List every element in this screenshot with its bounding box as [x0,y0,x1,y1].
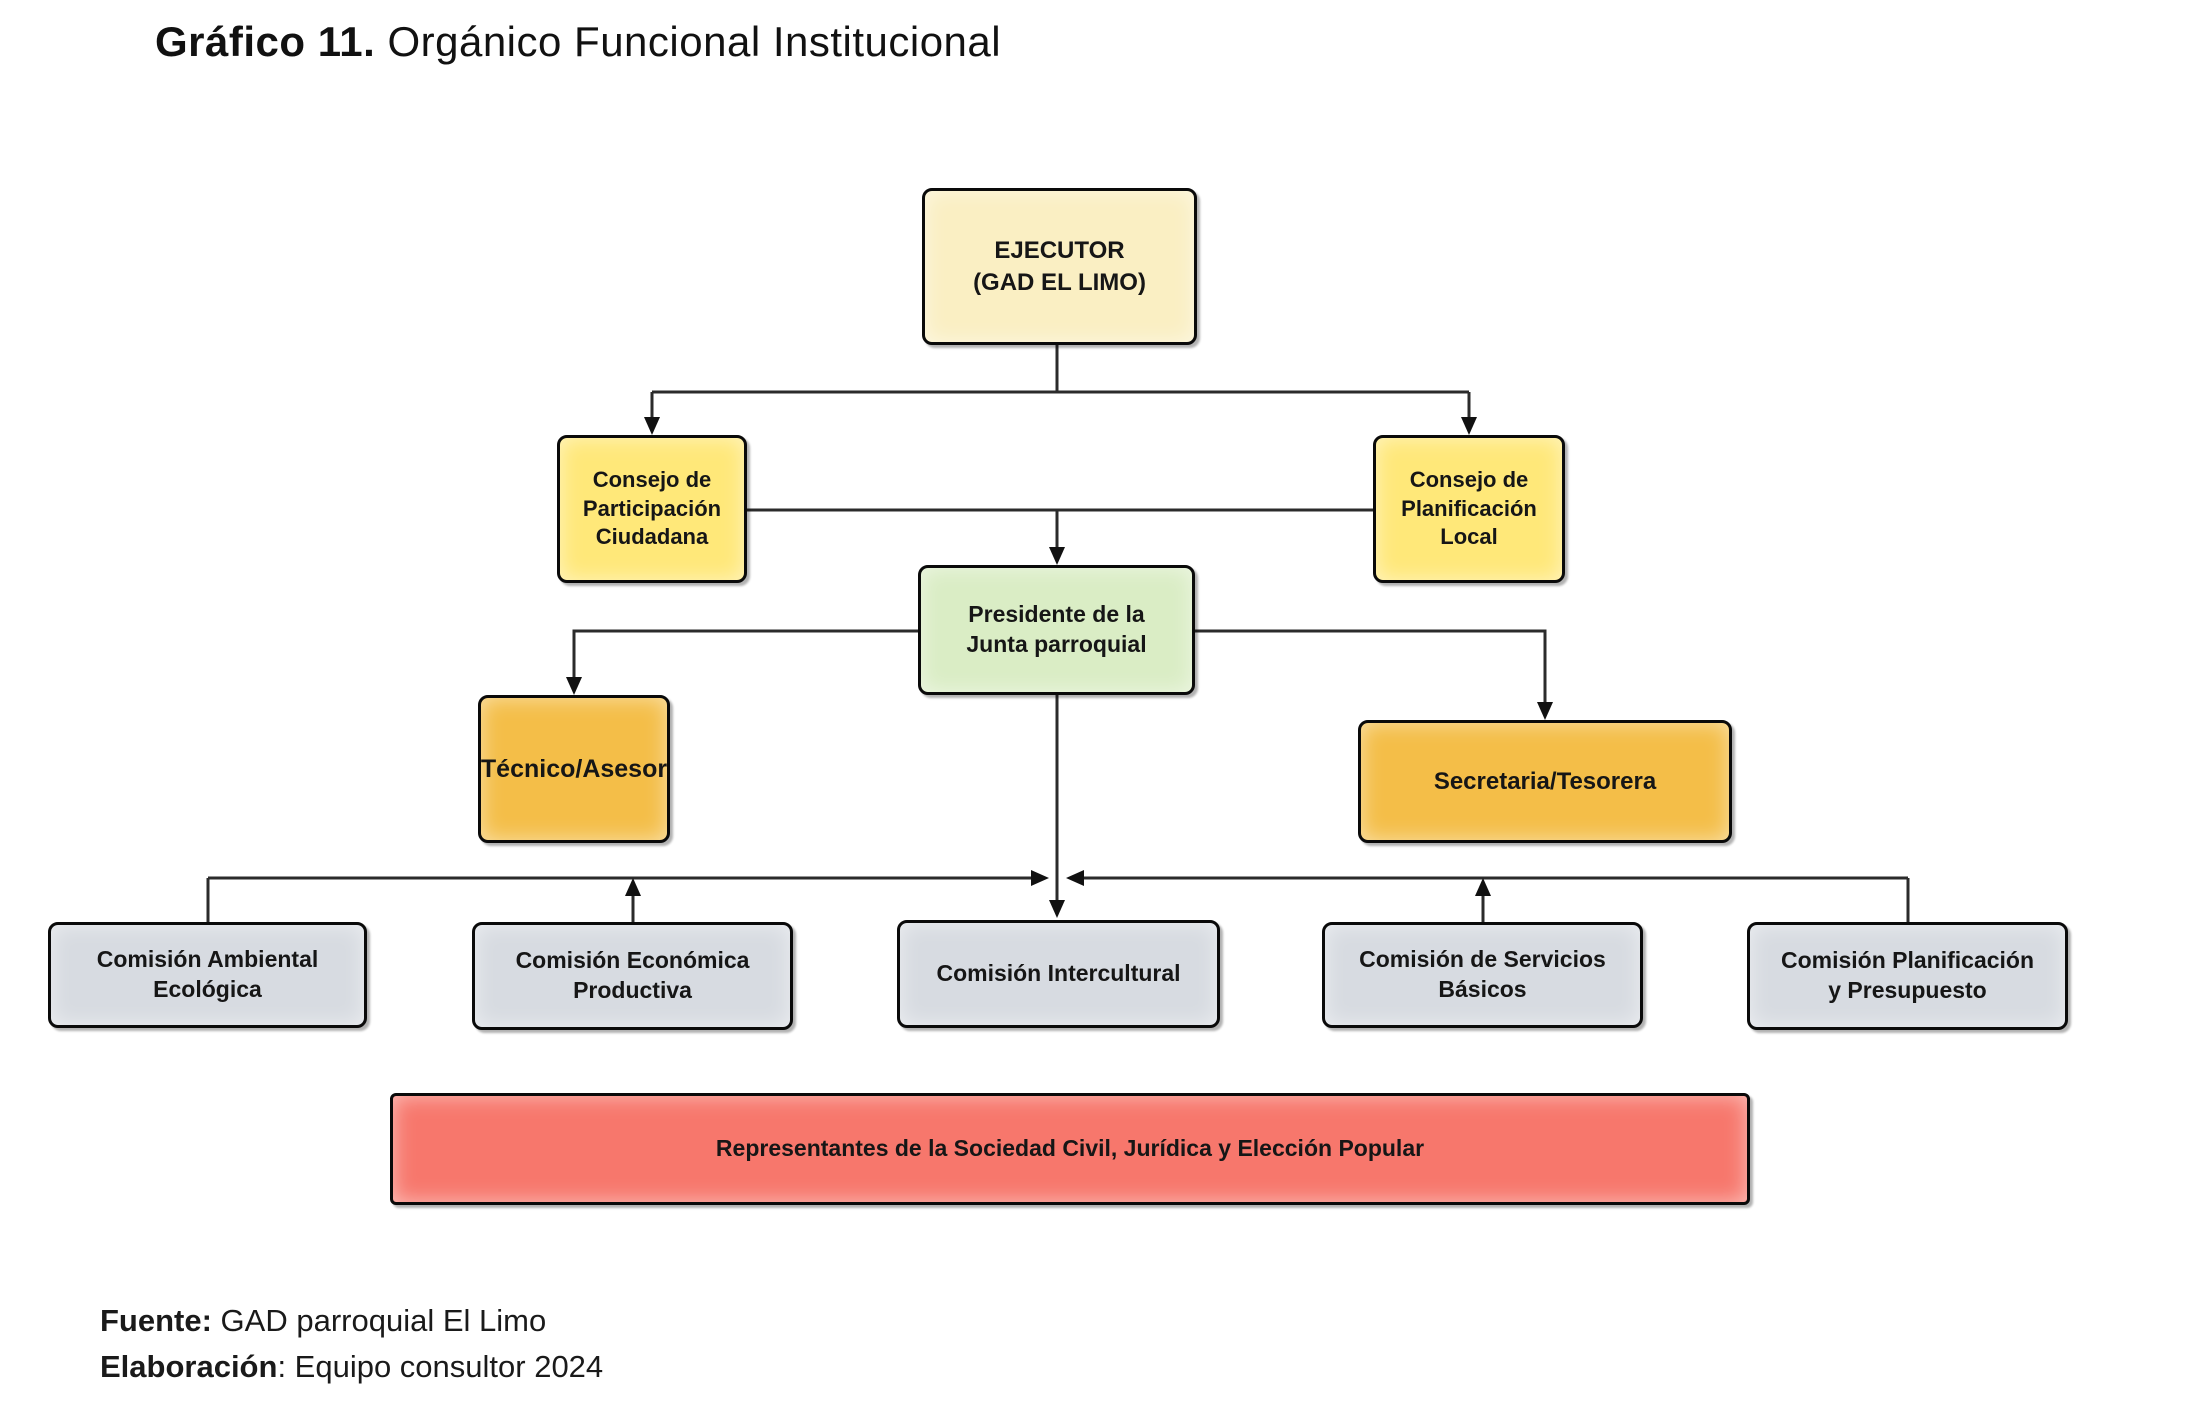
node-comision-intercultural-label: Comisión Intercultural [936,960,1181,987]
node-secretaria-tesorera-label: Secretaria/Tesorera [1433,767,1657,795]
node-comision-servicios: Comisión de Servicios Básicos [1322,922,1643,1028]
node-comision-ambiental: Comisión Ambiental Ecológica [48,922,367,1028]
source-footer: Fuente: GAD parroquial El Limo Elaboraci… [100,1298,603,1390]
node-consejo-planificacion-label: Consejo de Planificación Local [1401,467,1537,550]
node-comision-ambiental-label: Comisión Ambiental Ecológica [96,946,319,1002]
node-comision-economica-label: Comisión Económica Productiva [515,947,750,1003]
node-comision-economica: Comisión Económica Productiva [472,922,793,1030]
arrow-down-secretaria [1537,702,1553,720]
node-ejecutor: EJECUTOR (GAD EL LIMO) [922,188,1197,345]
source-label: Fuente: [100,1303,212,1338]
title-prefix: Gráfico 11. [155,18,376,65]
node-consejo-planificacion: Consejo de Planificación Local [1373,435,1565,583]
node-comision-planificacion-label: Comisión Planificación y Presupuesto [1780,947,2035,1003]
connector-presidente-secretaria [1195,629,1547,704]
arrow-up-economica [625,878,641,896]
node-consejo-participacion-label: Consejo de Participación Ciudadana [582,467,722,550]
source-line: Fuente: GAD parroquial El Limo [100,1298,603,1344]
node-tecnico-asesor-label: Técnico/Asesor [480,754,668,783]
node-secretaria-tesorera: Secretaria/Tesorera [1358,720,1732,843]
arrow-right-center [1031,870,1049,886]
arrow-down-planificacion [1461,417,1477,435]
elaboration-line: Elaboración: Equipo consultor 2024 [100,1344,603,1390]
arrow-down-tecnico [566,677,582,695]
node-ejecutor-label: EJECUTOR (GAD EL LIMO) [973,237,1146,296]
node-comision-planificacion: Comisión Planificación y Presupuesto [1747,922,2068,1030]
node-presidente-label: Presidente de la Junta parroquial [966,601,1147,657]
node-comision-servicios-label: Comisión de Servicios Básicos [1359,946,1606,1002]
connector-presidente-tecnico [572,629,918,679]
source-value: GAD parroquial El Limo [211,1303,547,1338]
elaboration-value: : Equipo consultor 2024 [277,1349,604,1384]
arrow-up-servicios [1475,878,1491,896]
page-title: Gráfico 11. Orgánico Funcional Instituci… [155,18,1001,66]
node-representantes: Representantes de la Sociedad Civil, Jur… [390,1093,1750,1205]
node-comision-intercultural: Comisión Intercultural [897,920,1220,1028]
arrow-down-participacion [644,417,660,435]
arrow-left-center [1066,870,1084,886]
node-consejo-participacion: Consejo de Participación Ciudadana [557,435,747,583]
title-text: Orgánico Funcional Institucional [375,18,1002,65]
arrow-down-intercultural [1049,900,1065,918]
node-presidente: Presidente de la Junta parroquial [918,565,1195,695]
elaboration-label: Elaboración [100,1349,278,1384]
node-tecnico-asesor: Técnico/Asesor [478,695,670,843]
arrow-down-presidente [1049,547,1065,565]
node-representantes-label: Representantes de la Sociedad Civil, Jur… [715,1135,1425,1162]
